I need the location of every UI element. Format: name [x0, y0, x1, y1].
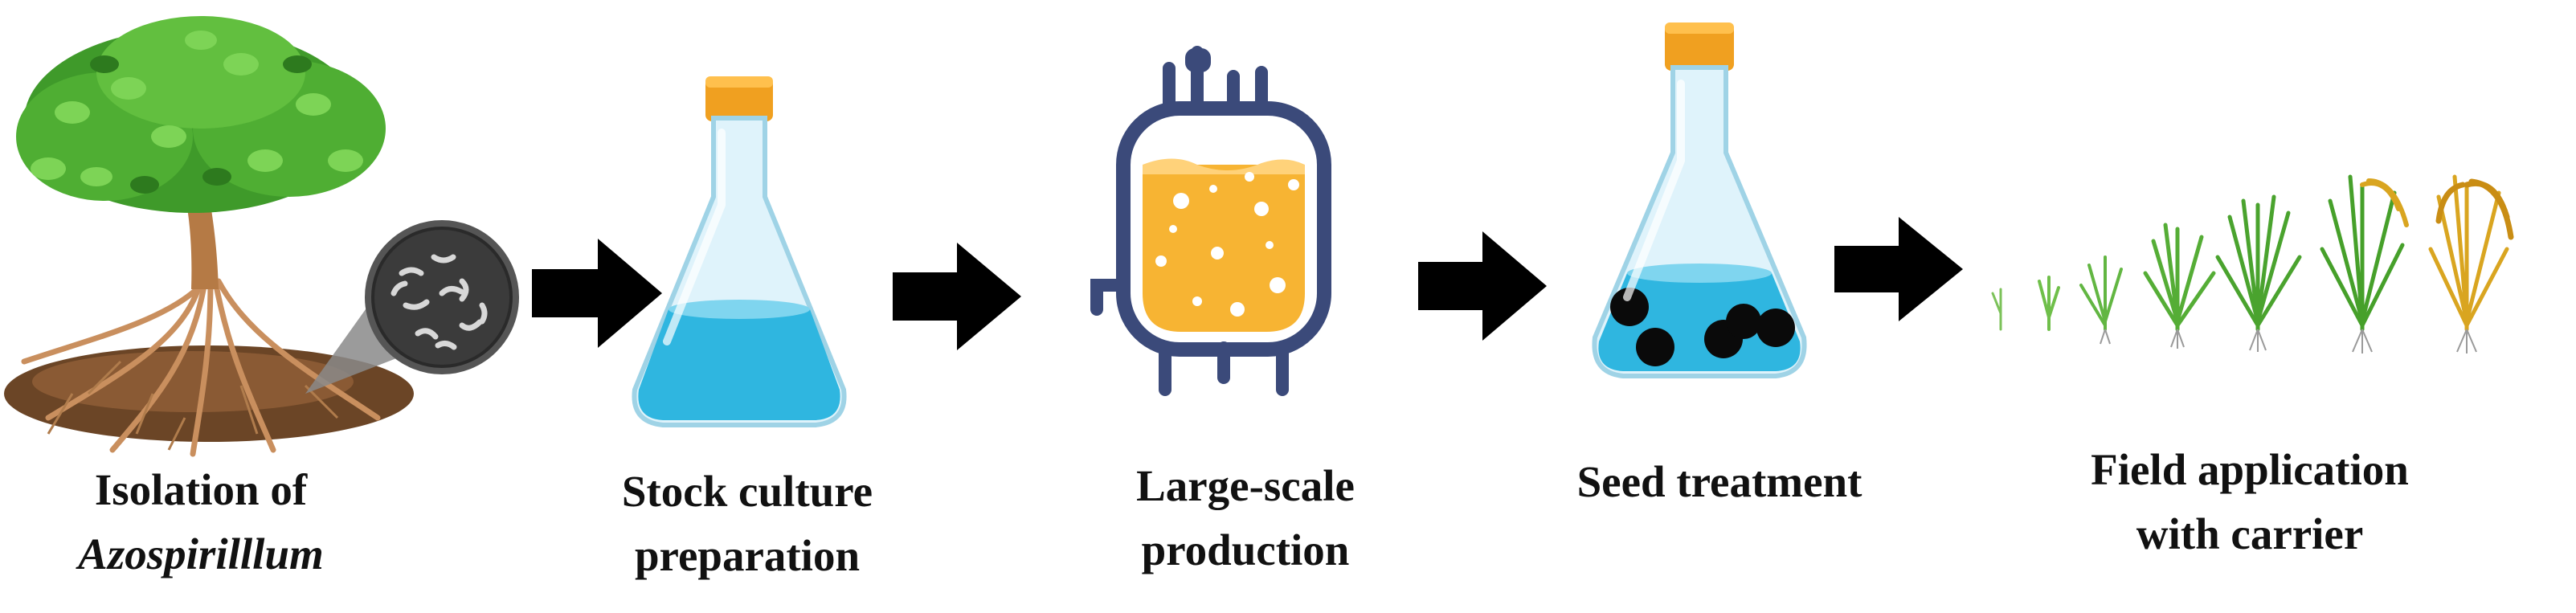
tree-roots-icon: [4, 16, 519, 457]
step-1-line1: Isolation of: [94, 465, 308, 514]
cork: [1665, 22, 1734, 71]
arrow-2-icon: [893, 243, 1021, 350]
arrow-3-icon: [1418, 231, 1547, 341]
seed-treatment-flask-icon: [1592, 22, 1807, 378]
flask-liquid: [638, 309, 840, 420]
step-5-line1: Field application: [2091, 445, 2409, 494]
arrow-4-icon: [1834, 217, 1963, 321]
organism-name: Azospirilllum: [78, 529, 324, 578]
seeds: [1610, 288, 1795, 366]
step-label-field-application: Field application with carrier: [2025, 438, 2475, 566]
step-3-line1: Large-scale: [1136, 461, 1355, 510]
stock-culture-flask-icon: [632, 76, 847, 427]
step-label-large-scale: Large-scale production: [1045, 454, 1446, 582]
step-label-seed-treatment: Seed treatment: [1511, 450, 1928, 514]
roots: [21, 278, 381, 457]
step-2-line2: preparation: [634, 531, 861, 580]
step-3-line2: production: [1141, 525, 1350, 574]
microscope-inset-icon: [365, 220, 519, 374]
step-5-line2: with carrier: [2136, 509, 2364, 558]
reactor-bubbles: [1155, 172, 1299, 317]
foliage: [16, 16, 386, 213]
arrow-1-icon: [532, 239, 662, 348]
step-4-line1: Seed treatment: [1576, 457, 1862, 506]
bioreactor-icon: [1090, 46, 1331, 396]
reactor-liquid: [1143, 165, 1305, 332]
step-1-line2: Azospirilllum: [16, 522, 386, 586]
step-label-stock-culture: Stock culture preparation: [562, 460, 932, 588]
rice-growth-stages-icon: [1991, 174, 2514, 353]
step-2-line1: Stock culture: [621, 467, 873, 516]
step-label-isolation: Isolation of Azospirilllum: [16, 458, 386, 586]
plant-roots: [2100, 329, 2477, 353]
